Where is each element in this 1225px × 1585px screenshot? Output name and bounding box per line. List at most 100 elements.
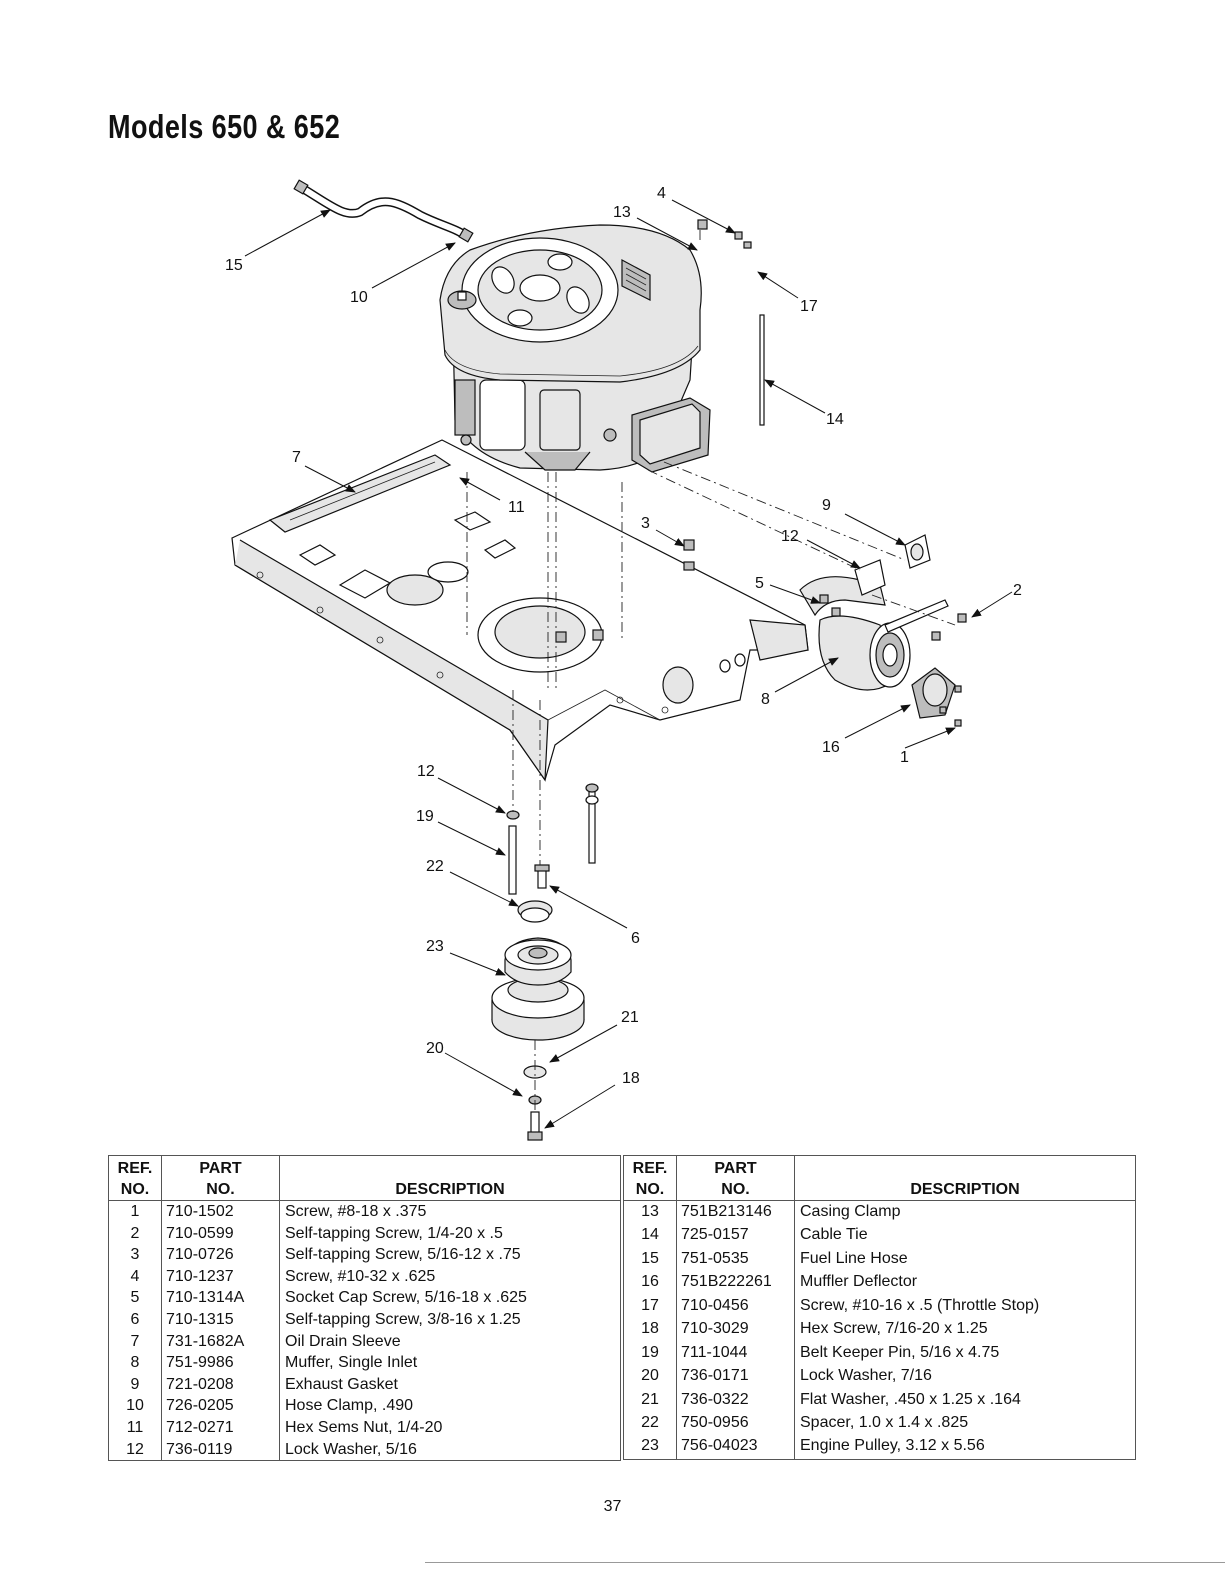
part-no-cell: 751-9986 bbox=[161, 1352, 280, 1374]
part-no-cell: 710-1237 bbox=[161, 1265, 280, 1288]
description-cell: Socket Cap Screw, 5/16-18 x .625 bbox=[279, 1287, 621, 1309]
part-no-cell: 721-0208 bbox=[161, 1373, 280, 1396]
empty-cell bbox=[624, 1459, 677, 1460]
callout-15: 15 bbox=[225, 257, 243, 274]
table-filler-row bbox=[109, 1460, 621, 1461]
empty-cell bbox=[279, 1460, 621, 1461]
ref-no-cell: 4 bbox=[130, 1267, 140, 1285]
callout-leaders bbox=[244, 199, 1013, 1129]
frame-plate bbox=[231, 439, 809, 782]
description-cell: Lock Washer, 5/16 bbox=[279, 1438, 621, 1461]
empty-cell bbox=[109, 1460, 162, 1461]
callout-23: 23 bbox=[426, 938, 444, 955]
description-cell: Engine Pulley, 3.12 x 5.56 bbox=[794, 1435, 1136, 1459]
assembly-centerlines bbox=[466, 230, 956, 1112]
ref-no-cell: 8 bbox=[130, 1354, 140, 1372]
ref-no-cell: 21 bbox=[641, 1390, 659, 1408]
callout-21: 21 bbox=[621, 1009, 639, 1026]
callout-16: 16 bbox=[822, 739, 840, 756]
callout-17: 17 bbox=[800, 298, 818, 315]
description-cell: Hose Clamp, .490 bbox=[279, 1395, 621, 1417]
part-no-cell: 726-0205 bbox=[161, 1395, 280, 1417]
ref-no-cell: 11 bbox=[126, 1418, 144, 1436]
description-cell: Self-tapping Screw, 1/4-20 x .5 bbox=[279, 1222, 621, 1245]
part-no-cell: 710-3029 bbox=[676, 1318, 795, 1342]
callout-8: 8 bbox=[761, 691, 770, 708]
part-no-cell: 710-0599 bbox=[161, 1222, 280, 1245]
description-cell: Screw, #8-18 x .375 bbox=[279, 1200, 621, 1223]
part-no-cell: 756-04023 bbox=[676, 1435, 795, 1459]
part-no-cell: 710-1502 bbox=[161, 1200, 280, 1223]
description-cell: Muffler Deflector bbox=[794, 1271, 1136, 1295]
part-no-cell: 710-0456 bbox=[676, 1294, 795, 1319]
part-no-cell: 736-0119 bbox=[161, 1438, 280, 1461]
description-cell: Hex Sems Nut, 1/4-20 bbox=[279, 1416, 621, 1439]
callout-6: 6 bbox=[631, 930, 640, 947]
exploded-parts-diagram: 1 2 3 4 5 6 7 8 9 10 11 12 12 13 14 15 1… bbox=[225, 179, 1022, 1141]
ref-no-cell: 12 bbox=[126, 1440, 144, 1458]
ref-no-cell: 15 bbox=[641, 1249, 659, 1267]
description-header: DESCRIPTION bbox=[279, 1155, 621, 1201]
callout-12-pulley: 12 bbox=[417, 763, 435, 780]
callout-13: 13 bbox=[613, 204, 631, 221]
part-no-cell: 736-0171 bbox=[676, 1365, 795, 1389]
ref-no-cell: 7 bbox=[130, 1332, 140, 1350]
pulley-stack bbox=[491, 783, 599, 1141]
callout-14: 14 bbox=[826, 411, 844, 428]
callout-19: 19 bbox=[416, 808, 434, 825]
ref-no-cell: 5 bbox=[130, 1289, 140, 1307]
ref-no-cell: 1 bbox=[130, 1203, 140, 1220]
part-no-cell: 712-0271 bbox=[161, 1416, 280, 1439]
description-cell: Flat Washer, .450 x 1.25 x .164 bbox=[794, 1388, 1136, 1412]
callout-20: 20 bbox=[426, 1040, 444, 1057]
ref-no-cell: 2 bbox=[130, 1224, 140, 1242]
callout-5: 5 bbox=[755, 575, 764, 592]
page-title: Models 650 & 652 bbox=[108, 108, 341, 145]
callout-12-muffler: 12 bbox=[781, 528, 799, 545]
empty-cell bbox=[676, 1458, 795, 1460]
muffler-assembly bbox=[799, 534, 967, 727]
ref-no-header: REF.NO. bbox=[108, 1155, 162, 1201]
part-no-cell: 725-0157 bbox=[676, 1224, 795, 1248]
description-cell: Screw, #10-16 x .5 (Throttle Stop) bbox=[794, 1294, 1136, 1319]
description-cell: Oil Drain Sleeve bbox=[279, 1330, 621, 1353]
description-cell: Spacer, 1.0 x 1.4 x .825 bbox=[794, 1411, 1136, 1436]
description-cell: Hex Screw, 7/16-20 x 1.25 bbox=[794, 1318, 1136, 1342]
ref-no-cell: 14 bbox=[641, 1226, 659, 1244]
fuel-line-hose bbox=[293, 179, 474, 243]
description-cell: Muffer, Single Inlet bbox=[279, 1352, 621, 1374]
description-cell: Fuel Line Hose bbox=[794, 1247, 1136, 1272]
callout-labels: 1 2 3 4 5 6 7 8 9 10 11 12 12 13 14 15 1… bbox=[225, 185, 1022, 1087]
part-no-cell: 711-1044 bbox=[676, 1341, 795, 1366]
empty-cell bbox=[794, 1458, 1136, 1460]
ref-no-cell: 10 bbox=[126, 1397, 144, 1415]
callout-7: 7 bbox=[292, 449, 301, 466]
part-no-cell: 736-0322 bbox=[676, 1388, 795, 1412]
callout-1: 1 bbox=[900, 749, 909, 766]
ref-no-cell: 6 bbox=[130, 1310, 140, 1328]
description-cell: Cable Tie bbox=[794, 1224, 1136, 1248]
ref-no-cell: 20 bbox=[641, 1367, 659, 1385]
description-cell: Self-tapping Screw, 3/8-16 x 1.25 bbox=[279, 1308, 621, 1331]
ref-no-header: REF.NO. bbox=[623, 1155, 677, 1201]
